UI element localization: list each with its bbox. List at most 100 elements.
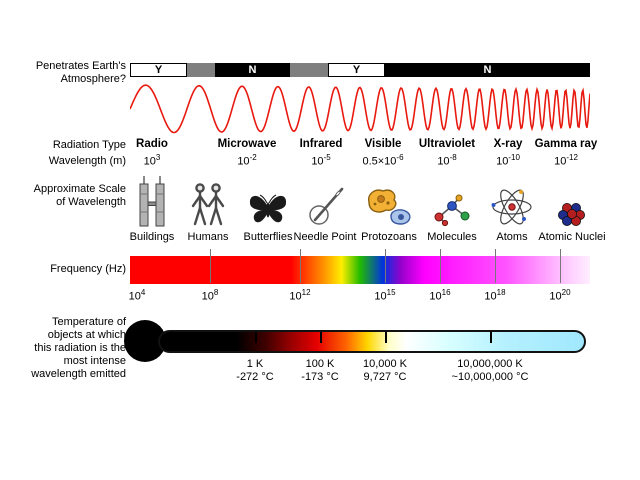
temperature-tick-line	[320, 332, 322, 343]
atmosphere-row-label: Penetrates Earth's Atmosphere?	[14, 60, 126, 86]
band-visible: Visible 0.5×10-6	[338, 138, 428, 168]
frequency-base: 10	[374, 290, 387, 303]
scale-item-humans: Humans	[171, 170, 245, 243]
band-microwave: Microwave 10-2	[202, 138, 292, 168]
wavelength-value: 10-12	[521, 153, 611, 168]
em-wave	[130, 84, 590, 134]
frequency-base: 10	[289, 290, 302, 303]
protozoan-icon	[363, 170, 415, 228]
scale-item-label: Protozoans	[361, 231, 417, 243]
wavelength-base: 10	[143, 155, 156, 168]
frequency-exponent: 18	[496, 288, 506, 297]
frequency-tick-label: 1015	[363, 288, 407, 303]
wavelength-base: 10	[237, 155, 250, 168]
frequency-tick-line	[210, 249, 211, 283]
temperature-row-label-line3: this radiation is the	[34, 342, 126, 354]
band-radio: Radio 103	[107, 138, 197, 168]
scale-item-butterflies: Butterflies	[231, 170, 305, 243]
frequency-base: 10	[484, 290, 497, 303]
scale-item-label: Atomic Nuclei	[538, 231, 606, 243]
wavelength-exponent: -6	[396, 153, 404, 162]
frequency-base: 10	[201, 290, 214, 303]
band-ultraviolet: Ultraviolet 10-8	[402, 138, 492, 168]
thermometer-tube	[158, 330, 586, 353]
wavelength-value: 10-5	[276, 153, 366, 168]
temperature-tick-line	[490, 332, 492, 343]
atmosphere-row-label-line2: Atmosphere?	[60, 73, 126, 85]
scale-item-atoms: Atoms	[475, 170, 549, 243]
frequency-exponent: 4	[140, 288, 146, 297]
band-infrared: Infrared 10-5	[276, 138, 366, 168]
molecule-icon	[431, 170, 473, 228]
frequency-tick-line	[495, 249, 496, 283]
atomic-nucleus-icon	[556, 170, 588, 228]
wavelength-exponent: -2	[249, 153, 257, 162]
temperature-tick-line	[385, 332, 387, 343]
butterfly-icon	[245, 170, 291, 228]
scale-item-label: Humans	[187, 231, 229, 243]
frequency-exponent: 8	[213, 288, 219, 297]
wavelength-exponent: -10	[508, 153, 520, 162]
scale-item-label: Needle Point	[293, 231, 357, 243]
wavelength-exponent: -8	[449, 153, 457, 162]
scale-item-atomic-nuclei: Atomic Nuclei	[535, 170, 609, 243]
temperature-celsius: 9,727 °C	[363, 371, 407, 383]
frequency-tick-line	[300, 249, 301, 283]
temperature-tick-label: 1 K -272 °C	[195, 358, 315, 384]
frequency-tick-label: 1018	[473, 288, 517, 303]
needle-icon	[304, 170, 346, 228]
temperature-celsius: -272 °C	[236, 371, 274, 383]
frequency-tick-label: 104	[115, 288, 159, 303]
radiation-type-label: Visible	[364, 138, 402, 150]
wavelength-exponent: -5	[323, 153, 331, 162]
temperature-tick-label: 10,000,000 K ~10,000,000 °C	[430, 358, 550, 384]
frequency-row-label: Frequency (Hz)	[50, 263, 126, 275]
atmosphere-segment-partial	[187, 63, 215, 77]
wavelength-base: 10	[311, 155, 324, 168]
atmosphere-segment-no: N	[215, 63, 290, 77]
frequency-exponent: 12	[301, 288, 311, 297]
temperature-row-label-line2: objects at which	[47, 329, 126, 341]
scale-item-label: Molecules	[427, 231, 477, 243]
atmosphere-segment-yes: Y	[130, 63, 187, 77]
frequency-base: 10	[549, 290, 562, 303]
frequency-exponent: 15	[386, 288, 396, 297]
frequency-base: 10	[429, 290, 442, 303]
wavelength-base: 0.5×10	[362, 155, 397, 168]
wavelength-value: 10-2	[202, 153, 292, 168]
scale-item-molecules: Molecules	[415, 170, 489, 243]
scale-item-protozoans: Protozoans	[352, 170, 426, 243]
wavelength-value: 10-8	[402, 153, 492, 168]
frequency-tick-line	[560, 249, 561, 283]
atmosphere-segment-no: N	[385, 63, 590, 77]
temperature-kelvin: 10,000 K	[362, 358, 408, 370]
scale-item-needle: Needle Point	[288, 170, 362, 243]
radiation-type-label: Gamma ray	[534, 138, 598, 150]
wavelength-value: 10-10	[463, 153, 553, 168]
wavelength-base: 10	[554, 155, 567, 168]
temperature-kelvin: 100 K	[305, 358, 335, 370]
wavelength-exponent: 3	[155, 153, 161, 162]
radiation-type-label: Infrared	[299, 138, 343, 150]
radiation-type-label: Ultraviolet	[418, 138, 476, 150]
frequency-tick-line	[440, 249, 441, 283]
radiation-type-label: X-ray	[493, 138, 523, 150]
wavelength-exponent: -12	[566, 153, 578, 162]
atmosphere-bar: Y N Y N	[130, 63, 590, 77]
atmosphere-segment-yes: Y	[328, 63, 385, 77]
radiation-type-row-label: Radiation Type	[52, 139, 126, 151]
temperature-row-label-line1: Temperature of	[52, 316, 126, 328]
scale-item-label: Butterflies	[243, 231, 293, 243]
temperature-row-label-line5: wavelength emitted	[31, 368, 126, 380]
frequency-base: 10	[128, 290, 141, 303]
frequency-tick-line	[385, 249, 386, 283]
frequency-gradient-bar	[130, 256, 590, 284]
band-gamma: Gamma ray 10-12	[521, 138, 611, 168]
temperature-kelvin: 10,000,000 K	[457, 358, 523, 370]
radiation-type-label: Microwave	[217, 138, 277, 150]
frequency-tick-label: 108	[188, 288, 232, 303]
atmosphere-row-label-line1: Penetrates Earth's	[35, 60, 126, 72]
radiation-type-label: Radio	[136, 138, 168, 150]
scale-row-label: Approximate Scale of Wavelength	[14, 183, 126, 209]
